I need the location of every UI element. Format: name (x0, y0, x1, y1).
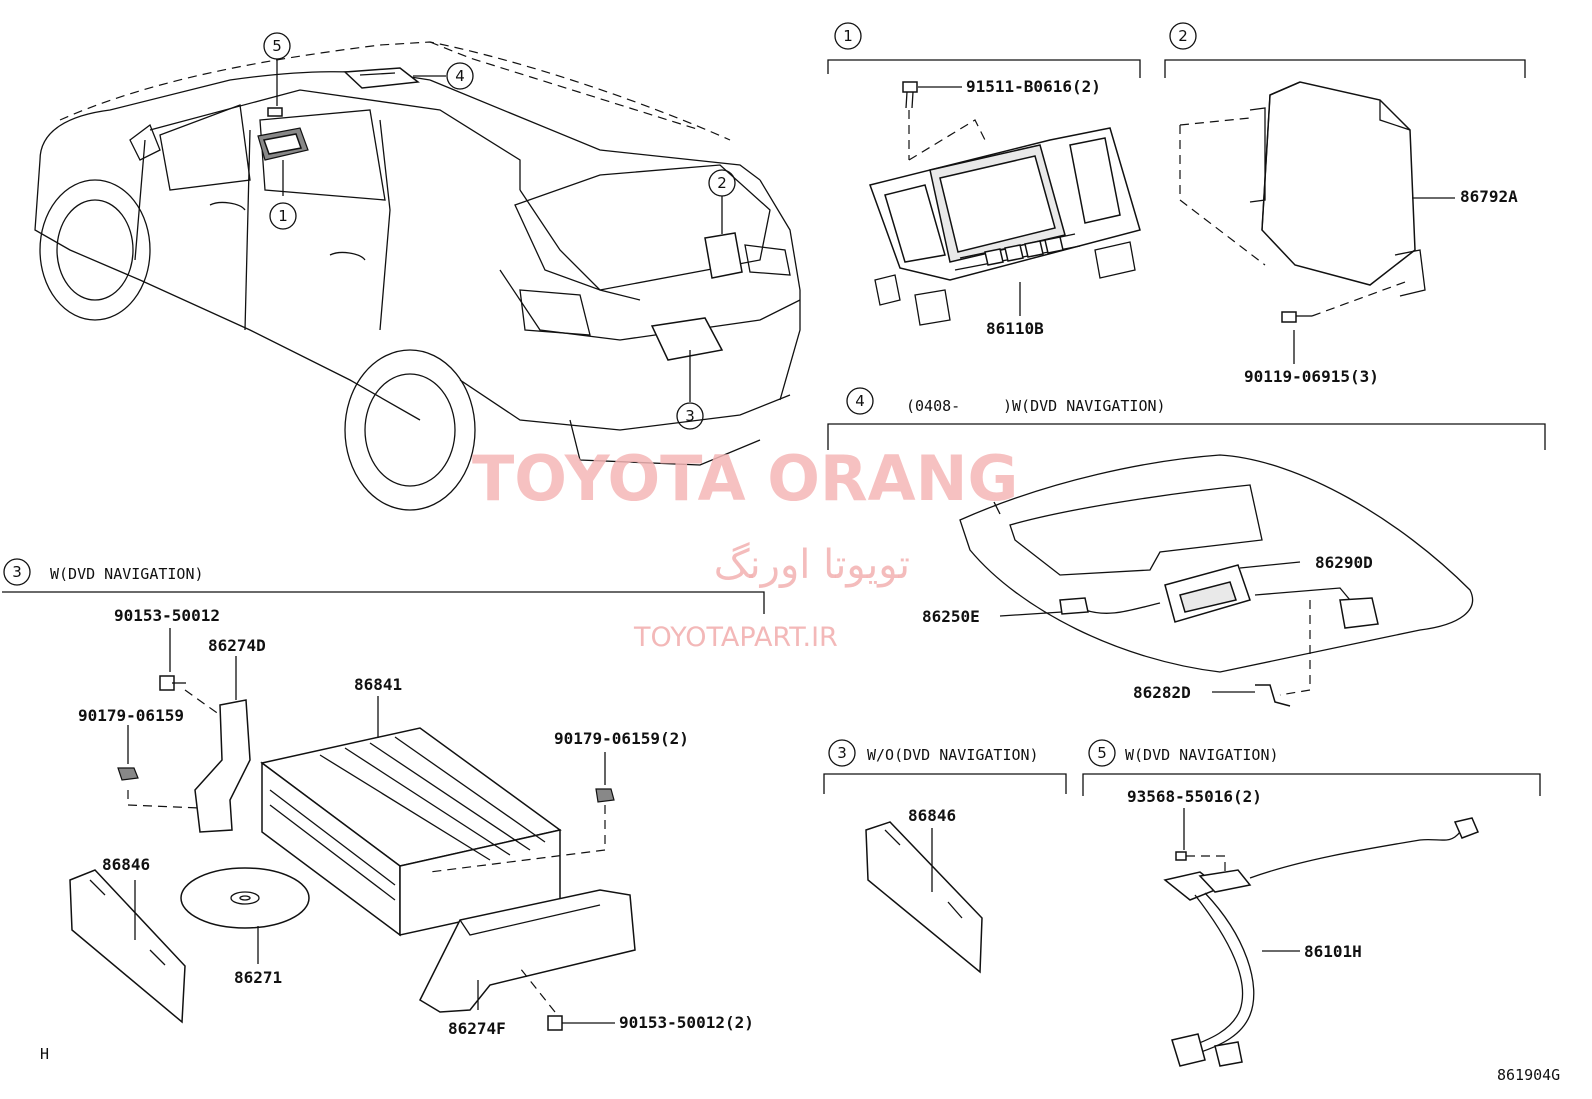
part-label-86841: 86841 (354, 675, 402, 694)
part-label-90153-50012-2: 90153-50012(2) (619, 1013, 754, 1032)
callout-3: 3 (676, 402, 704, 430)
footer-mark: H (40, 1045, 49, 1063)
watermark-site: TOYOTAPART.IR (633, 622, 838, 653)
svg-text:3: 3 (12, 563, 22, 581)
svg-text:4: 4 (455, 67, 465, 85)
section-3b-title: W/O(DVD NAVIGATION) (867, 746, 1039, 764)
part-label-90153-50012: 90153-50012 (114, 606, 220, 625)
section-4-date: (0408- (906, 397, 960, 415)
section-4-title: )W(DVD NAVIGATION) (1003, 397, 1166, 415)
watermark-persian: تویوتا اورنگ (714, 542, 910, 588)
svg-text:3: 3 (837, 744, 847, 762)
section-5-title: W(DVD NAVIGATION) (1125, 746, 1279, 764)
svg-text:1: 1 (278, 207, 288, 225)
part-label-86274d: 86274D (208, 636, 266, 655)
section-3a-title: W(DVD NAVIGATION) (50, 565, 204, 583)
callout-2: 2 (708, 169, 736, 197)
figure-code: 861904G (1497, 1066, 1560, 1084)
part-label-90179-06159: 90179-06159 (78, 706, 184, 725)
callout-1: 1 (269, 202, 297, 230)
callout-5: 5 (263, 32, 291, 60)
svg-text:5: 5 (1097, 744, 1107, 762)
part-label-90119-06915: 90119-06915(3) (1244, 367, 1379, 386)
part-label-86290d: 86290D (1315, 553, 1373, 572)
part-label-86271: 86271 (234, 968, 282, 987)
section-4: 4 (827, 387, 1546, 707)
part-label-86846-a: 86846 (102, 855, 150, 874)
section-1: 1 (827, 22, 1141, 326)
svg-text:2: 2 (717, 174, 727, 192)
svg-text:2: 2 (1178, 27, 1188, 45)
svg-text:5: 5 (272, 37, 282, 55)
svg-text:4: 4 (855, 392, 865, 410)
section-2: 2 (1164, 22, 1526, 364)
part-label-86792a: 86792A (1460, 187, 1518, 206)
section-5: 5 (1082, 739, 1541, 1067)
svg-text:1: 1 (843, 27, 853, 45)
svg-text:3: 3 (685, 407, 695, 425)
part-label-86282d: 86282D (1133, 683, 1191, 702)
vehicle-illustration (34, 41, 801, 511)
part-label-91511-b0616: 91511-B0616(2) (966, 77, 1101, 96)
part-label-86274f: 86274F (448, 1019, 506, 1038)
watermark-latin: TOYOTA ORANG (472, 442, 1018, 515)
section-3-with-dvd: 3 (2, 558, 765, 1031)
part-label-90179-06159-2: 90179-06159(2) (554, 729, 689, 748)
part-label-86846-b: 86846 (908, 806, 956, 825)
callout-4: 4 (446, 62, 474, 90)
part-label-86101h: 86101H (1304, 942, 1362, 961)
part-label-86110b: 86110B (986, 319, 1044, 338)
part-label-86250e: 86250E (922, 607, 980, 626)
section-3-without-dvd: 3 (823, 739, 1067, 974)
part-label-93568-55016: 93568-55016(2) (1127, 787, 1262, 806)
